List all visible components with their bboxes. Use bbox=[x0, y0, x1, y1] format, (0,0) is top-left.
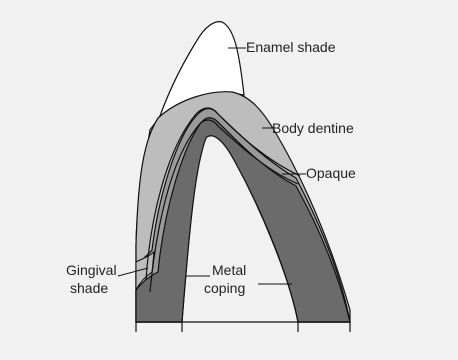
label-metal-coping-line2: coping bbox=[204, 280, 245, 296]
label-body-dentine: Body dentine bbox=[272, 120, 354, 136]
label-enamel-shade: Enamel shade bbox=[246, 39, 336, 55]
label-gingival-shade-line1: Gingival bbox=[66, 262, 117, 278]
label-metal-coping-line1: Metal bbox=[212, 262, 246, 278]
label-gingival-shade-line2: shade bbox=[70, 280, 108, 296]
label-opaque: Opaque bbox=[306, 165, 356, 181]
